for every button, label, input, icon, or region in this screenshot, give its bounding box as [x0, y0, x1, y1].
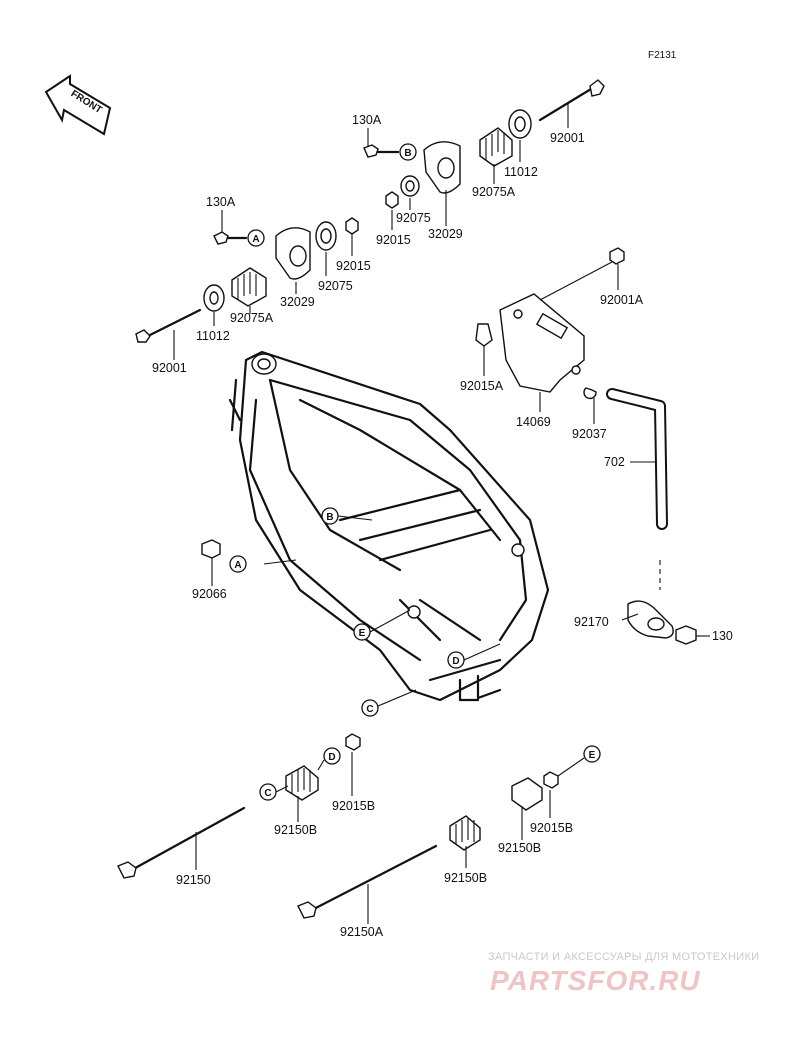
- callout-a-top: A: [247, 229, 265, 247]
- bolt-92066-icon: [201, 539, 221, 559]
- label-92001-left: 92001: [152, 361, 187, 375]
- label-92075a-left: 92075A: [230, 311, 274, 325]
- label-92075-left: 92075: [318, 279, 353, 293]
- callout-c-frame: C: [361, 699, 379, 717]
- label-92150: 92150: [176, 873, 211, 887]
- callout-e-frame: E: [353, 623, 371, 641]
- label-11012-top: 11012: [504, 165, 538, 179]
- svg-text:A: A: [252, 234, 259, 245]
- callout-d-bottom: D: [323, 747, 341, 765]
- label-92150b-b: 92150B: [444, 871, 487, 885]
- label-92150b-c: 92150B: [498, 841, 541, 855]
- svg-text:D: D: [452, 656, 459, 667]
- callout-e-bottom: E: [583, 745, 601, 763]
- watermark-logo: PARTSFOR.RU: [490, 965, 701, 996]
- label-92015b-b: 92015B: [530, 821, 573, 835]
- callout-b-frame: B: [321, 507, 339, 525]
- label-14069: 14069: [516, 415, 551, 429]
- svg-text:E: E: [359, 628, 366, 639]
- upper-left-engine-mount: [135, 217, 359, 343]
- label-32029-top: 32029: [428, 227, 463, 241]
- svg-text:C: C: [366, 704, 373, 715]
- label-11012-left: 11012: [196, 329, 230, 343]
- svg-text:B: B: [404, 148, 411, 159]
- plate-and-bolt: [627, 600, 697, 645]
- svg-text:B: B: [326, 512, 333, 523]
- svg-text:D: D: [328, 752, 335, 763]
- label-130: 130: [712, 629, 733, 643]
- label-92015-top: 92015: [376, 233, 411, 247]
- upper-right-engine-mount: [363, 79, 605, 209]
- label-92015-left: 92015: [336, 259, 371, 273]
- watermark-tagline: ЗАПЧАСТИ И АКСЕССУАРЫ ДЛЯ МОТОТЕХНИКИ: [488, 951, 759, 963]
- label-92015a: 92015A: [460, 379, 504, 393]
- svg-text:A: A: [234, 560, 241, 571]
- label-92075a-top: 92075A: [472, 185, 516, 199]
- callout-b-top: B: [399, 143, 417, 161]
- label-92001-top: 92001: [550, 131, 585, 145]
- svg-text:E: E: [589, 750, 596, 761]
- svg-text:C: C: [264, 788, 271, 799]
- callout-a-frame: A: [229, 555, 247, 573]
- label-130a-top: 130A: [352, 113, 382, 127]
- label-32029-left: 32029: [280, 295, 315, 309]
- lower-engine-mount-bolts: [117, 733, 559, 919]
- label-92075-top: 92075: [396, 211, 431, 225]
- label-92150a: 92150A: [340, 925, 384, 939]
- label-92015b-a: 92015B: [332, 799, 375, 813]
- label-92150b-a: 92150B: [274, 823, 317, 837]
- label-702: 702: [604, 455, 625, 469]
- figure-code: F2131: [648, 50, 677, 61]
- front-arrow-icon: FRONT: [44, 74, 112, 136]
- label-92066: 92066: [192, 587, 227, 601]
- label-92170: 92170: [574, 615, 609, 629]
- callout-d-frame: D: [447, 651, 465, 669]
- main-frame: [228, 350, 550, 702]
- reservoir-tank: [475, 247, 668, 590]
- label-92037: 92037: [572, 427, 607, 441]
- label-130a-left: 130A: [206, 195, 236, 209]
- label-92001a: 92001A: [600, 293, 644, 307]
- part-labels: 130A 92001 11012 92075A 92075 32029 9201…: [152, 104, 733, 939]
- callout-leaders: [263, 515, 585, 793]
- callout-c-bottom: C: [259, 783, 277, 801]
